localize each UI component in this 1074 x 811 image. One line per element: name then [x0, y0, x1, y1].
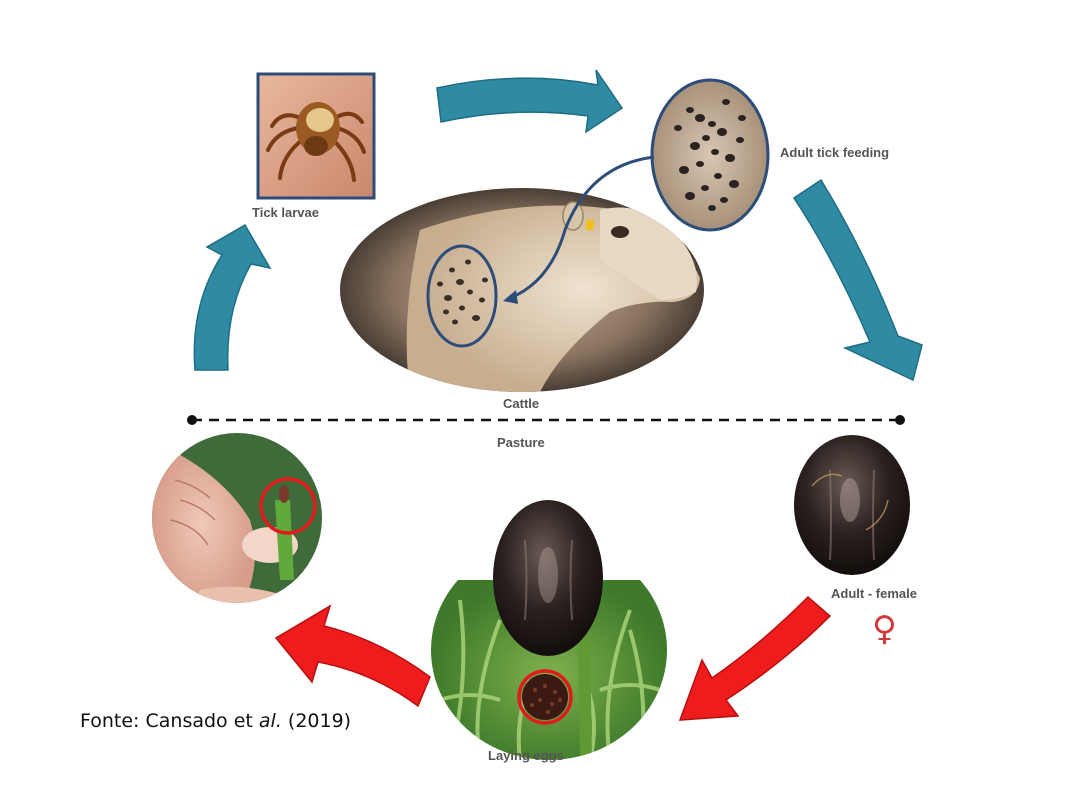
label-cattle: Cattle: [503, 396, 539, 411]
adult-female-tick-photo: [794, 435, 910, 575]
source-suffix: (2019): [281, 710, 352, 732]
arrow-feeding-to-female: [792, 178, 923, 382]
adult-tick-feeding-photo: [650, 78, 770, 232]
label-adult-female: Adult - female: [831, 586, 917, 601]
cattle-photo: [340, 188, 704, 392]
female-symbol: ♀: [872, 609, 897, 649]
larvae-highlight-circle: [259, 477, 317, 535]
arrow-laying-to-hand: [274, 604, 431, 708]
arrow-hand-to-larvae: [193, 223, 272, 371]
label-laying-eggs: Laying eggs: [488, 748, 564, 763]
eggs-highlight-circle: [517, 669, 573, 725]
arrow-larvae-to-feeding: [436, 69, 624, 134]
laying-eggs-photo: [431, 500, 667, 760]
source-italic: al.: [258, 710, 282, 732]
larvae-on-grass-photo: [152, 433, 322, 603]
feeding-connector-arrowhead: [503, 290, 518, 304]
tick-larvae-photo: [256, 72, 376, 200]
cattle-tick-highlight: [426, 244, 498, 348]
label-tick-larvae: Tick larvae: [252, 205, 319, 220]
arrow-female-to-laying: [678, 595, 832, 721]
label-pasture: Pasture: [497, 435, 545, 450]
label-adult-tick-feeding: Adult tick feeding: [780, 145, 889, 160]
source-citation: Fonte: Cansado et al. (2019): [80, 710, 351, 732]
source-prefix: Fonte: Cansado et: [80, 710, 259, 732]
cattle-pasture-divider: [187, 415, 905, 425]
feeding-connector-line: [509, 155, 655, 300]
